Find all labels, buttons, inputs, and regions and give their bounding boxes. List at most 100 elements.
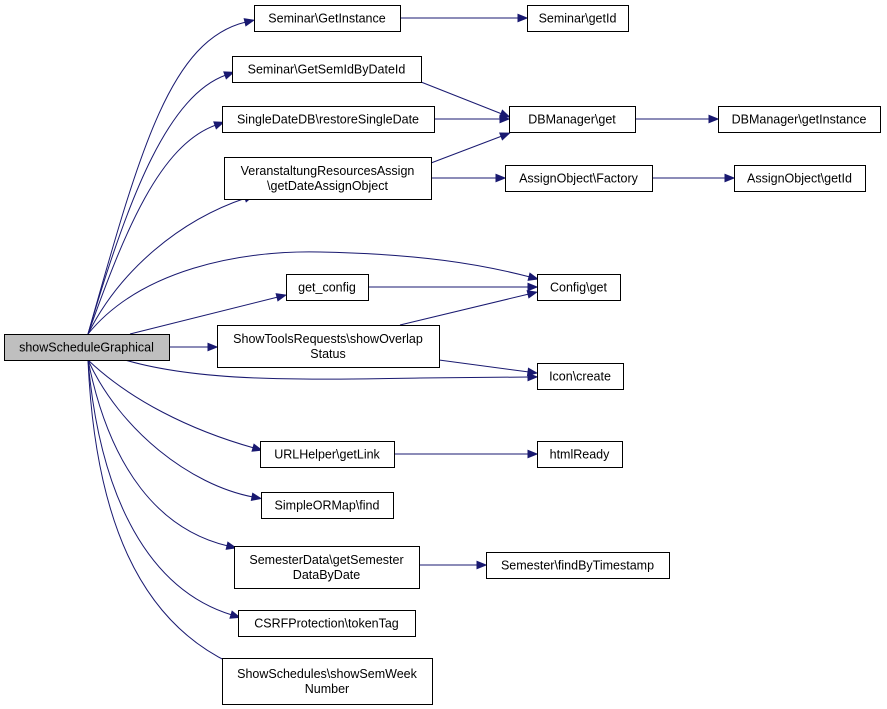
node-label: DBManager\getInstance <box>732 113 867 127</box>
edge-root-to-urlhelper_getlink <box>87 359 263 452</box>
edge-root-to-showtoolsrequests <box>165 342 219 352</box>
edge-line <box>430 135 503 164</box>
nodes-layer: showScheduleGraphical Seminar\GetInstance… <box>4 5 881 705</box>
edge-line <box>87 251 531 335</box>
node-box <box>718 106 881 133</box>
arrowhead <box>213 121 225 130</box>
edge-semesterdata-to-semester_findbytimestamp <box>419 560 488 570</box>
node-box <box>217 325 440 368</box>
node-box <box>527 5 629 32</box>
node-root[interactable]: showScheduleGraphical <box>4 334 170 361</box>
edge-line <box>129 296 279 335</box>
edge-seminar_getinstance-to-seminar_getid <box>400 13 529 23</box>
arrowhead <box>499 114 511 124</box>
node-icon-create[interactable]: Icon\create <box>537 363 624 390</box>
edge-urlhelper_getlink-to-htmlready <box>394 449 539 459</box>
node-label: SingleDateDB\restoreSingleDate <box>237 113 419 127</box>
node-box <box>4 334 170 361</box>
node-label: AssignObject\Factory <box>519 172 639 186</box>
arrowhead <box>251 443 263 452</box>
edge-root-to-singledatedb_restore <box>87 121 225 335</box>
node-label: ShowSchedules\showSemWeek <box>237 667 417 681</box>
node-veranstaltung-assign[interactable]: VeranstaltungResourcesAssign\getDateAssi… <box>224 157 432 200</box>
node-box <box>222 106 435 133</box>
edge-line <box>399 293 530 326</box>
arrowhead <box>243 18 256 27</box>
node-dbmanager-get[interactable]: DBManager\get <box>509 106 636 133</box>
node-label: htmlReady <box>550 448 610 462</box>
node-label: \getDateAssignObject <box>267 179 388 193</box>
arrowhead <box>275 293 288 302</box>
node-box <box>286 274 369 301</box>
arrowhead <box>527 449 539 459</box>
arrowhead <box>495 173 507 183</box>
edge-root-to-seminar_getinstance <box>87 18 256 335</box>
node-label: URLHelper\getLink <box>274 448 380 462</box>
node-semester-findbytimestamp[interactable]: Semester\findByTimestamp <box>486 552 670 579</box>
node-box <box>232 56 422 83</box>
node-label: Seminar\GetInstance <box>268 12 385 26</box>
node-dbmanager-getinstance[interactable]: DBManager\getInstance <box>718 106 881 133</box>
node-box <box>734 165 866 192</box>
node-seminar-getsemidbydateid[interactable]: Seminar\GetSemIdByDateId <box>232 56 422 83</box>
node-label: Number <box>305 682 349 696</box>
node-label: SemesterData\getSemester <box>249 553 403 567</box>
edge-line <box>438 359 530 373</box>
node-config-get[interactable]: Config\get <box>537 274 621 301</box>
node-label: showScheduleGraphical <box>19 341 154 355</box>
node-assignobject-getid[interactable]: AssignObject\getId <box>734 165 866 192</box>
edges-layer <box>87 13 736 668</box>
edge-root-to-semesterdata <box>87 359 238 550</box>
node-label: get_config <box>298 281 356 295</box>
node-label: Seminar\getId <box>539 12 617 26</box>
node-label: CSRFProtection\tokenTag <box>254 617 399 631</box>
node-label: Status <box>310 347 345 361</box>
arrowhead <box>527 372 539 382</box>
edge-line <box>87 21 247 335</box>
arrowhead <box>708 114 720 124</box>
node-box <box>537 363 624 390</box>
arrowhead <box>724 173 736 183</box>
node-singledatedb-restore[interactable]: SingleDateDB\restoreSingleDate <box>222 106 435 133</box>
node-simpleormap-find[interactable]: SimpleORMap\find <box>261 492 394 519</box>
edge-root-to-config_get <box>87 251 540 335</box>
edge-showtoolsrequests-to-icon_create <box>438 359 539 377</box>
edge-line <box>87 124 217 335</box>
node-seminar-getid[interactable]: Seminar\getId <box>527 5 629 32</box>
node-box <box>234 546 420 589</box>
edge-veranstaltung_assign-to-assignobject_factory <box>431 173 507 183</box>
node-box <box>486 552 670 579</box>
edge-get_config-to-config_get <box>368 282 539 292</box>
arrowhead <box>229 610 241 619</box>
node-assignobject-factory[interactable]: AssignObject\Factory <box>505 165 653 192</box>
node-csrf-tokentag[interactable]: CSRFProtection\tokenTag <box>238 610 416 637</box>
node-box <box>505 165 653 192</box>
arrowhead <box>476 560 488 570</box>
node-box <box>222 658 433 705</box>
node-urlhelper-getlink[interactable]: URLHelper\getLink <box>260 441 395 468</box>
arrowhead <box>527 282 539 292</box>
node-box <box>238 610 416 637</box>
edge-root-to-veranstaltung_assign <box>87 194 255 335</box>
edge-line <box>124 359 530 380</box>
node-box <box>260 441 395 468</box>
node-seminar-getinstance[interactable]: Seminar\GetInstance <box>254 5 401 32</box>
edge-line <box>87 359 255 449</box>
node-box <box>537 441 623 468</box>
edge-line <box>87 359 231 664</box>
node-htmlready[interactable]: htmlReady <box>537 441 623 468</box>
node-get-config[interactable]: get_config <box>286 274 369 301</box>
edge-seminar_getsemidbydateid-to-dbmanager_get <box>420 81 511 118</box>
node-label: Semester\findByTimestamp <box>501 559 654 573</box>
node-box <box>224 157 432 200</box>
arrowhead <box>250 492 263 501</box>
node-label: ShowToolsRequests\showOverlap <box>233 332 423 346</box>
edge-veranstaltung_assign-to-dbmanager_get <box>430 132 511 164</box>
node-label: VeranstaltungResourcesAssign <box>241 164 415 178</box>
arrowhead <box>207 342 219 352</box>
edge-root-to-simpleormap_find <box>87 359 263 501</box>
